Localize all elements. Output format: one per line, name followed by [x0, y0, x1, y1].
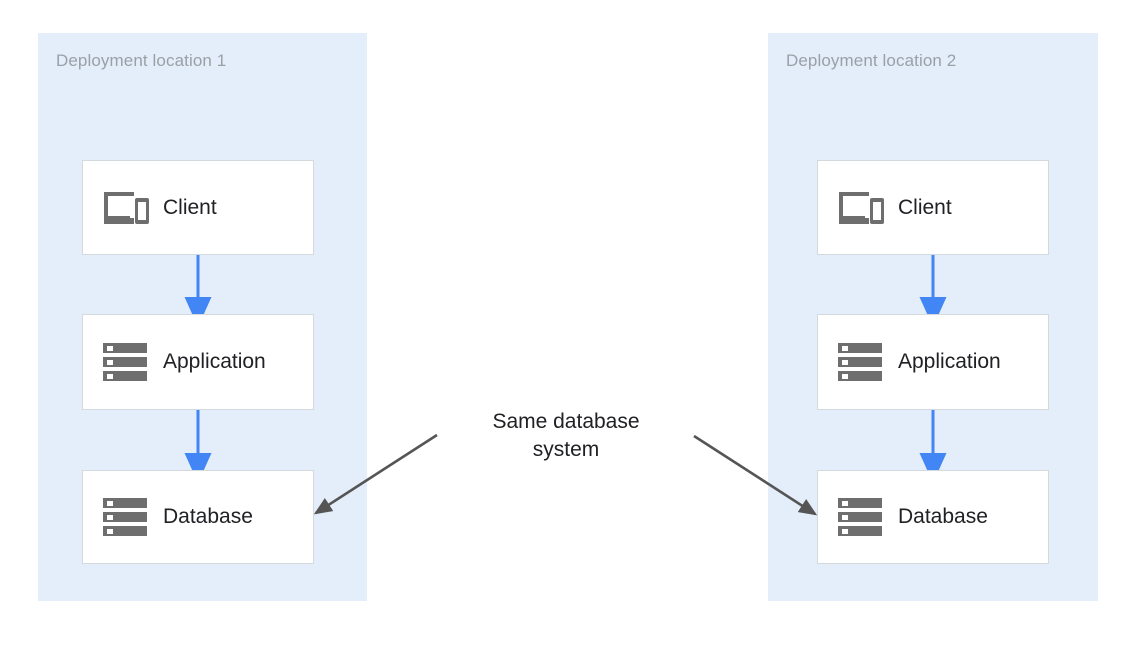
devices-icon	[834, 185, 886, 231]
server-icon	[99, 494, 151, 540]
deployment-location-2-label: Deployment location 2	[786, 51, 957, 70]
node-application-2[interactable]: Application	[817, 314, 1049, 410]
node-client-1-label: Client	[163, 195, 217, 219]
server-icon	[834, 339, 886, 385]
deployment-location-1-label: Deployment location 1	[56, 51, 227, 70]
node-application-2-label: Application	[898, 350, 1001, 373]
annotation-line-2: system	[532, 438, 600, 461]
annotation-line-1: Same database	[492, 410, 640, 433]
server-icon	[834, 494, 886, 540]
node-client-2-label: Client	[898, 195, 952, 219]
node-database-1[interactable]: Database	[82, 470, 314, 564]
annotation-same-database-system: Same database system	[446, 408, 686, 464]
server-icon	[99, 339, 151, 385]
node-database-2-label: Database	[898, 505, 988, 528]
node-client-1[interactable]: Client	[82, 160, 314, 255]
node-client-2[interactable]: Client	[817, 160, 1049, 255]
devices-icon	[99, 185, 151, 231]
node-database-2[interactable]: Database	[817, 470, 1049, 564]
node-database-1-label: Database	[163, 505, 253, 528]
node-application-1-label: Application	[163, 350, 266, 373]
node-application-1[interactable]: Application	[82, 314, 314, 410]
